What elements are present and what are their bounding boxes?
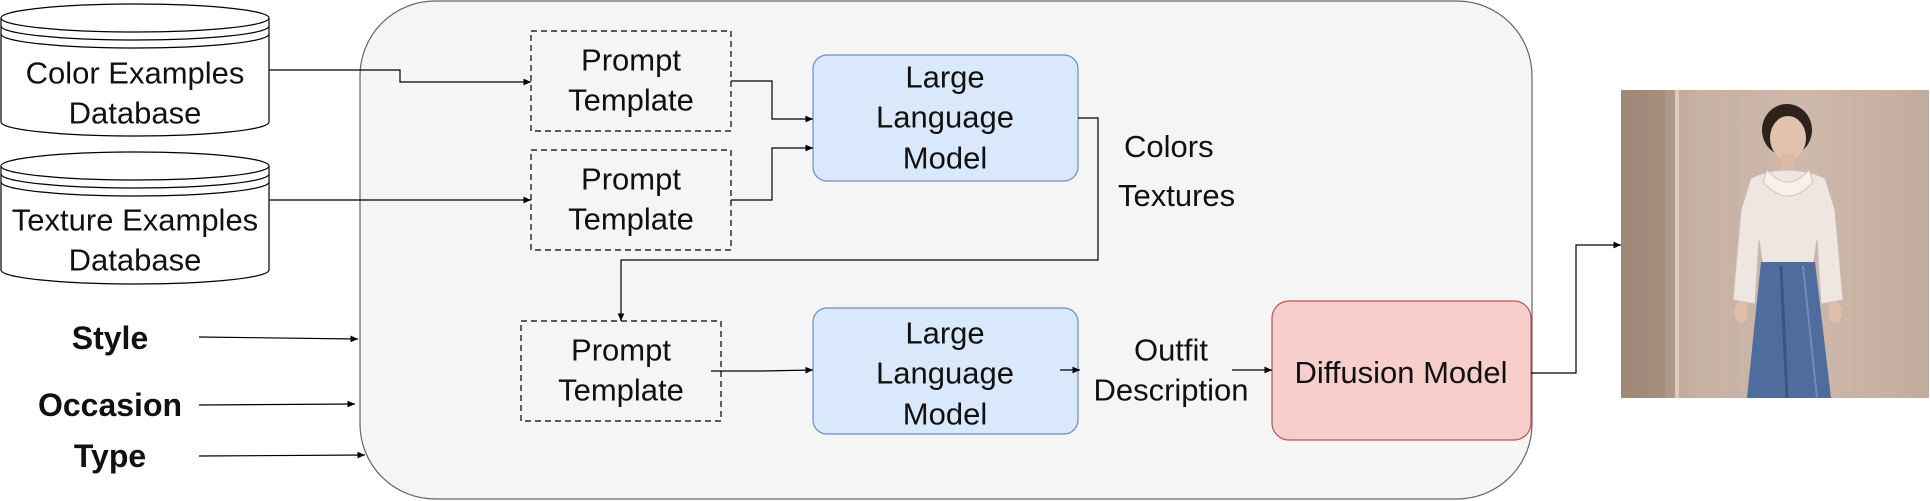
outfit-description-label: Outfit Description <box>1093 331 1248 412</box>
arrow-template1-to-llm <box>731 80 813 123</box>
arrow-template2-to-llm <box>731 144 813 201</box>
texture-db-label: Texture Examples Database <box>12 201 258 282</box>
prompt-template-label-2: Prompt Template <box>568 160 694 241</box>
textures-label: Textures <box>1118 177 1236 213</box>
pipeline-panel <box>359 0 1533 500</box>
llm-1-line3: Model <box>902 140 988 176</box>
prompt-template-2-line1: Prompt <box>581 161 681 197</box>
arrow-diffusion-to-image <box>1531 241 1621 374</box>
llm-1-line2: Language <box>876 99 1014 135</box>
arrow-llm1-to-template3 <box>617 117 1099 321</box>
prompt-template-label-1: Prompt Template <box>568 41 694 122</box>
arrow-color-db-to-template <box>269 69 531 86</box>
color-db-label-line1: Color Examples <box>25 55 245 91</box>
llm-label-1: Large Language Model <box>876 58 1014 179</box>
color-examples-database <box>0 3 270 137</box>
outfit-description-line2: Description <box>1093 373 1249 408</box>
type-label: Type <box>73 438 147 475</box>
woman-figure-illustration <box>1621 90 1844 398</box>
color-db-label-line2: Database <box>68 96 202 131</box>
occasion-label: Occasion <box>37 387 183 424</box>
llm-2-line2: Language <box>876 355 1014 391</box>
colors-label: Colors <box>1124 128 1214 164</box>
prompt-template-3-line1: Prompt <box>571 332 671 368</box>
arrow-occasion-input <box>198 400 356 408</box>
prompt-template-3-line2: Template <box>558 373 684 408</box>
prompt-template-label-3: Prompt Template <box>558 331 684 412</box>
prompt-template-1-line1: Prompt <box>581 42 681 78</box>
generated-outfit-image <box>1621 90 1929 398</box>
prompt-template-2-line2: Template <box>568 202 694 237</box>
texture-examples-database <box>0 151 270 285</box>
arrow-template3-to-llm2 <box>711 366 814 374</box>
style-label: Style <box>71 320 149 357</box>
llm-2-line3: Model <box>902 396 988 432</box>
llm-2-line1: Large <box>905 315 985 351</box>
prompt-template-1-line2: Template <box>568 83 694 118</box>
llm-1-line1: Large <box>905 59 985 95</box>
diffusion-model-label: Diffusion Model <box>1294 354 1508 390</box>
arrow-style-input <box>198 335 359 343</box>
llm-label-2: Large Language Model <box>876 314 1014 435</box>
color-db-label: Color Examples Database <box>26 54 245 135</box>
arrow-type-input <box>198 451 366 459</box>
outfit-description-line1: Outfit <box>1133 332 1209 368</box>
texture-db-label-line1: Texture Examples <box>11 202 259 238</box>
texture-db-label-line2: Database <box>68 243 202 278</box>
